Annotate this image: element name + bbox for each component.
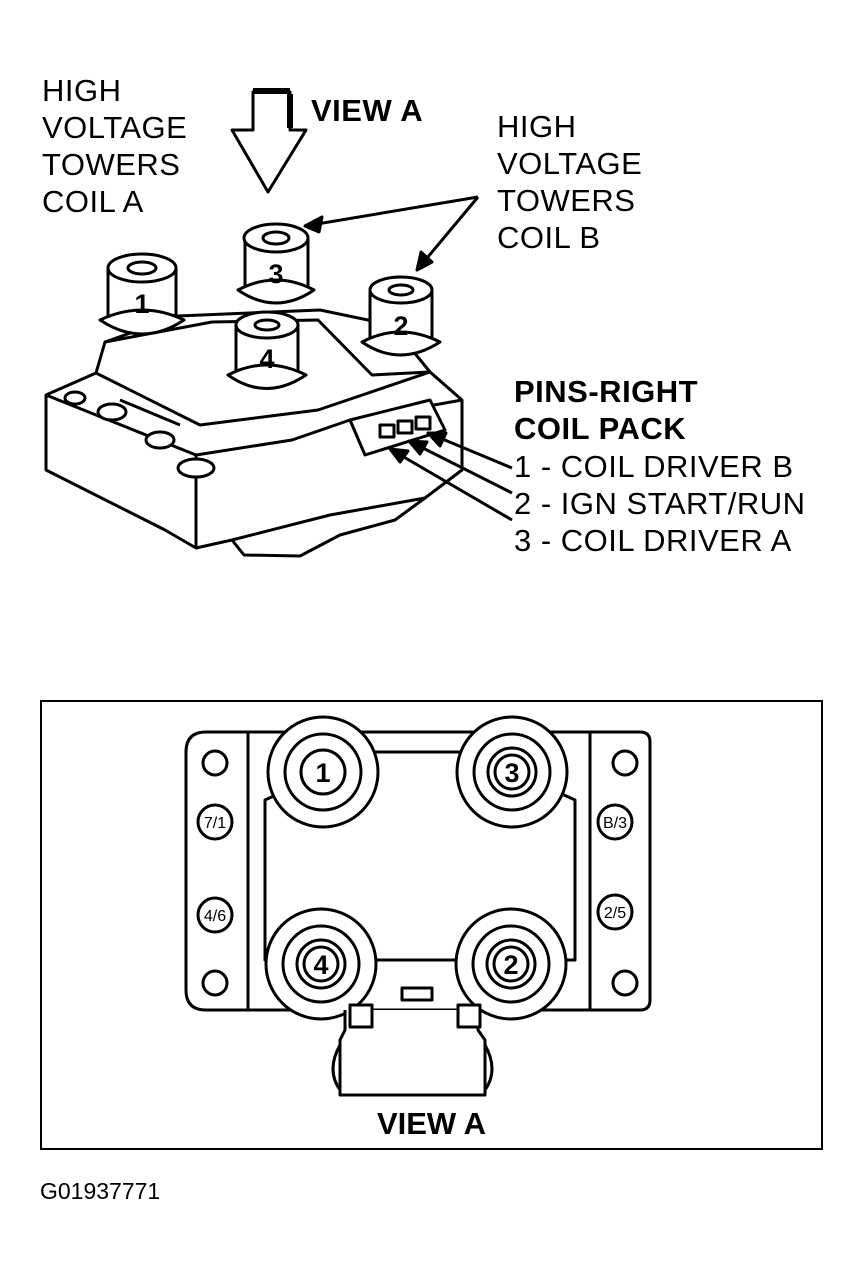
figure-id: G01937771: [40, 1178, 161, 1204]
view-a-frame: [40, 700, 823, 1150]
tower-3d-1: [98, 252, 186, 336]
pins-title: PINS-RIGHT COIL PACK: [514, 374, 699, 446]
tower-3d-label-1: 1: [134, 289, 149, 319]
coil-a-towers-label: HIGH VOLTAGE TOWERS COIL A: [42, 73, 188, 219]
tower-3d-label-2: 2: [393, 311, 408, 341]
view-a-tower-label-4: 4: [313, 950, 328, 980]
view-a-tower-label-2: 2: [503, 950, 518, 980]
pin-item-2: 2 - IGN START/RUN: [514, 486, 806, 521]
pin-item-3: 3 - COIL DRIVER A: [514, 523, 792, 558]
side-marking-2-5: 2/5: [604, 905, 626, 922]
view-a-tower-label-3: 3: [504, 758, 519, 788]
side-marking-7-1: 7/1: [204, 815, 226, 832]
view-a-tower-label-1: 1: [315, 758, 330, 788]
side-marking-b-3: B/3: [603, 815, 627, 832]
pins-list: 1 - COIL DRIVER B 2 - IGN START/RUN 3 - …: [514, 448, 806, 559]
tower-3d-label-4: 4: [259, 344, 274, 374]
mounting-stud: [144, 430, 176, 450]
view-a-arrow-label: VIEW A: [311, 93, 424, 128]
tower-3d-2: [360, 275, 442, 357]
view-a-drawing: [184, 715, 652, 1097]
tower-3d-label-3: 3: [268, 259, 283, 289]
view-a-caption: VIEW A: [376, 1106, 487, 1141]
side-marking-4-6: 4/6: [204, 908, 226, 925]
pin-item-1: 1 - COIL DRIVER B: [514, 449, 794, 484]
coil-b-towers-label: HIGH VOLTAGE TOWERS COIL B: [497, 109, 643, 255]
view-direction-arrow: [230, 90, 308, 194]
mounting-stud: [96, 402, 128, 422]
tower-3d-3: [236, 222, 316, 305]
mounting-stud: [176, 457, 216, 479]
tower-3d-4: [226, 310, 308, 390]
mounting-stud: [63, 390, 87, 406]
